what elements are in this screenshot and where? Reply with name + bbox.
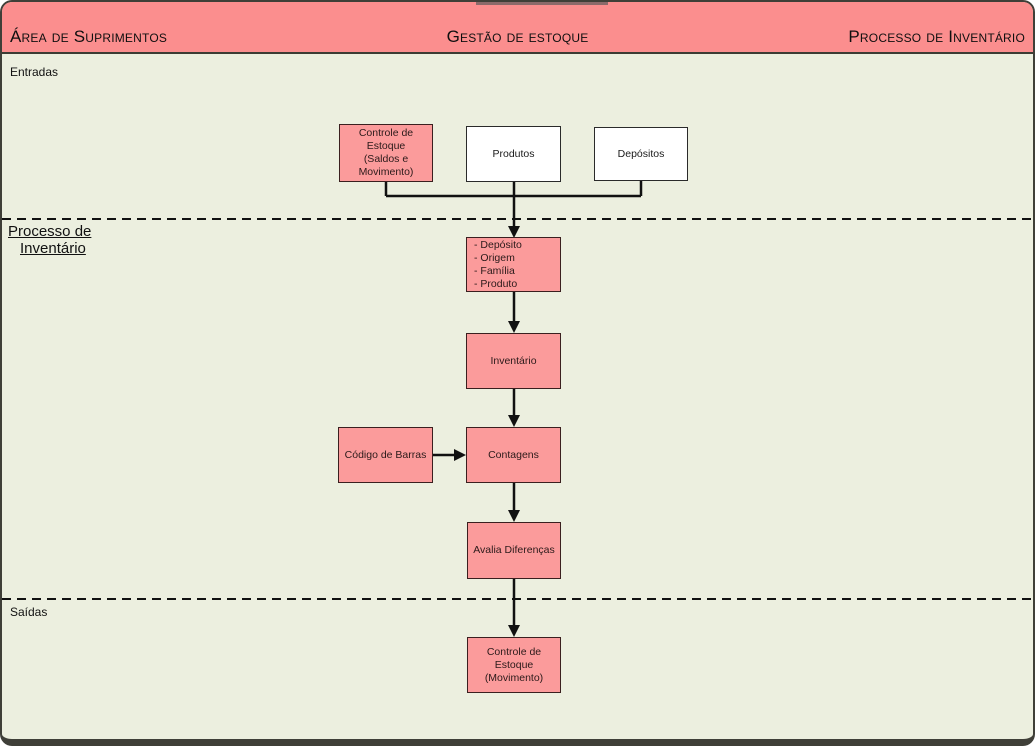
node-controle-estoque-movimento: Controle de Estoque (Movimento) (467, 637, 561, 693)
node-filtros-deposito-origem-familia-produto: - Depósito - Origem - Família - Produto (466, 237, 561, 292)
top-edge-artifact (476, 2, 608, 5)
section-label-processo-line2: Inventário (20, 240, 86, 257)
section-label-entradas: Entradas (10, 65, 59, 79)
arrowhead-to-filtros (508, 226, 520, 238)
arrowhead-codigo-to-contagens (454, 449, 466, 461)
node-contagens: Contagens (466, 427, 561, 483)
section-label-saidas: Saídas (10, 605, 48, 619)
node-depositos: Depósitos (594, 127, 688, 181)
arrowhead-to-controle-movimento (508, 625, 520, 637)
arrowhead-to-contagens (508, 415, 520, 427)
node-inventario: Inventário (466, 333, 561, 389)
swimlane-header: Área de Suprimentos Gestão de estoque Pr… (2, 2, 1033, 54)
header-title-right: Processo de Inventário (848, 27, 1025, 46)
section-label-processo-inventario: Processo de Inventário (8, 223, 91, 257)
node-controle-estoque-saldos: Controle de Estoque (Saldos e Movimento) (339, 124, 433, 182)
arrowhead-to-inventario (508, 321, 520, 333)
header-title-center: Gestão de estoque (446, 27, 589, 46)
arrowhead-to-avalia (508, 510, 520, 522)
node-avalia-diferencas: Avalia Diferenças (467, 522, 561, 579)
header-title-left: Área de Suprimentos (10, 27, 168, 46)
section-label-processo-line1: Processo de (8, 223, 92, 240)
node-codigo-de-barras: Código de Barras (338, 427, 433, 483)
node-produtos: Produtos (466, 126, 561, 182)
